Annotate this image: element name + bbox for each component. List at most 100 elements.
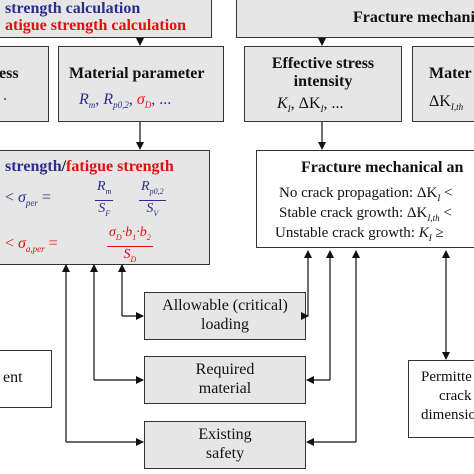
unstable-crack-growth-label: Unstable crack growth:: [275, 225, 415, 241]
fracture-mechanics-header: Fracture mechanic: [236, 0, 474, 38]
effective-stress-intensity-box: Effective stress intensity KI, ΔKI, ...: [244, 46, 402, 122]
delta-k-th-symbol: ΔK: [429, 93, 451, 110]
allowable-loading-box: Allowable (critical) loading: [144, 292, 306, 340]
less-than: <: [5, 189, 15, 206]
permitted-line2: crack: [439, 388, 472, 404]
sf-denominator: S: [98, 200, 106, 216]
material-parameter-values: Rm, Rp0,2, σD, ...: [79, 91, 171, 110]
ellipsis: , ...: [323, 95, 344, 112]
required-material-box: Required material: [144, 356, 306, 404]
less-than: <: [440, 185, 453, 201]
fracture-analysis-title: Fracture mechanical an: [301, 159, 464, 176]
sv-denominator-sub: V: [153, 208, 159, 218]
rm-subscript: m: [88, 100, 96, 111]
b2-symbol: ·b: [136, 225, 147, 240]
stress-box-dots: .: [3, 87, 7, 104]
sigma-per-symbol: σ: [18, 189, 26, 206]
b1-symbol: ·b: [121, 225, 133, 240]
formula-row1-lhs: < σper =: [5, 189, 51, 208]
existing-safety-line1: Existing: [198, 426, 252, 443]
existing-safety-line2: safety: [205, 445, 245, 462]
allowable-loading-line2: loading: [201, 316, 249, 333]
rp-numerator-sub: p0,2: [149, 186, 164, 196]
formula-row2-lhs: < σa,per =: [5, 235, 58, 254]
sigma-d-numerator-sub: D: [115, 232, 122, 242]
effective-stress-title-2: intensity: [293, 73, 353, 90]
sigma-d-numerator: σ: [109, 225, 116, 240]
stress-box-label: ess: [0, 65, 19, 82]
fracture-analysis-row3: Unstable crack growth: KI ≥: [275, 225, 444, 243]
header-fracture-mechanics: Fracture mechanic: [353, 9, 474, 26]
left-partial-label: ent: [3, 369, 23, 386]
effective-stress-title-1: Effective stress: [271, 55, 375, 72]
delta-k-symbol: ΔK: [416, 185, 438, 201]
rm-symbol: R: [79, 91, 89, 108]
k1-subscript: I: [287, 104, 291, 115]
header-fatigue-strength-calculation: atigue strength calculation: [5, 17, 187, 34]
title-fatigue: fatigue strength: [66, 158, 174, 175]
existing-safety-box: Existing safety: [144, 421, 306, 469]
k1-symbol: K: [418, 225, 429, 241]
rp-subscript: p0,2: [113, 100, 129, 111]
fracture-analysis-box: Fracture mechanical an No crack propagat…: [256, 150, 474, 248]
sv-denominator: S: [146, 200, 154, 216]
header-strength-calculation: strength calculation: [5, 0, 141, 17]
greater-equal: ≥: [431, 225, 444, 241]
sigma-per-subscript: per: [25, 198, 38, 209]
permitted-line3: dimensio: [421, 407, 474, 423]
sigma-d-symbol: σ: [136, 91, 145, 108]
equals: =: [48, 235, 58, 252]
strength-fatigue-title: strength/fatigue strength: [5, 158, 174, 176]
less-than: <: [5, 235, 15, 252]
required-material-line1: Required: [195, 361, 255, 378]
material-threshold-box: Mater ΔKI,th: [412, 46, 474, 122]
stable-crack-growth-label: Stable crack growth:: [279, 205, 404, 221]
required-material-line2: material: [198, 380, 252, 397]
material-parameter-title: Material parameter: [69, 65, 205, 82]
permitted-line1: Permitte: [421, 369, 472, 385]
fracture-analysis-row1: No crack propagation: ΔKI <: [279, 185, 453, 203]
rm-numerator-sub: m: [105, 186, 112, 196]
title-slash: /: [61, 158, 67, 175]
k1-subscript: I: [428, 233, 432, 243]
fraction-rp-sv: Rp0,2 SV: [139, 179, 166, 222]
fraction-sigma-d-b1-b2: σD·b1·b2 SD: [107, 225, 153, 268]
separator: ,: [95, 91, 100, 108]
effective-stress-values: KI, ΔKI, ...: [277, 95, 344, 114]
sigma-aper-subscript: a,per: [25, 244, 45, 255]
strength-calculation-header: strength calculation atigue strength cal…: [0, 0, 212, 38]
delta-k-subscript: I: [320, 104, 324, 115]
b2-subscript: 2: [146, 232, 151, 242]
delta-k-th-symbol: ΔK: [406, 205, 428, 221]
material-threshold-title: Mater: [429, 65, 472, 82]
less-than: <: [439, 205, 452, 221]
delta-k-th-subscript: I,th: [450, 102, 464, 113]
title-strength: strength: [5, 158, 62, 175]
rm-numerator: R: [97, 179, 106, 194]
left-partial-box: ent: [0, 350, 52, 408]
delta-k-subscript: I: [437, 193, 441, 203]
sd-denominator: S: [123, 246, 131, 262]
no-crack-propagation-label: No crack propagation:: [279, 185, 414, 201]
ellipsis: , ...: [151, 91, 172, 108]
rp-symbol: R: [103, 91, 114, 108]
strength-fatigue-box: strength/fatigue strength < σper = Rm SF…: [0, 150, 210, 265]
sd-denominator-sub: D: [130, 254, 137, 264]
b1-subscript: 1: [132, 232, 137, 242]
delta-k-symbol: , ΔK: [290, 95, 321, 112]
stress-box: ess .: [0, 46, 49, 122]
material-parameter-box: Material parameter Rm, Rp0,2, σD, ...: [58, 46, 224, 122]
sigma-d-subscript: D: [144, 100, 152, 111]
sigma-aper-symbol: σ: [18, 235, 26, 252]
separator: ,: [128, 91, 133, 108]
rp-numerator: R: [141, 179, 150, 194]
k1-symbol: K: [277, 95, 288, 112]
fracture-analysis-row2: Stable crack growth: ΔKI,th <: [279, 205, 452, 223]
permitted-crack-box: Permitte crack dimensio: [408, 360, 474, 438]
material-threshold-value: ΔKI,th: [429, 93, 463, 112]
equals: =: [41, 189, 51, 206]
allowable-loading-line1: Allowable (critical): [162, 297, 288, 314]
sf-denominator-sub: F: [105, 208, 111, 218]
delta-k-th-subscript: I,th: [427, 213, 440, 223]
